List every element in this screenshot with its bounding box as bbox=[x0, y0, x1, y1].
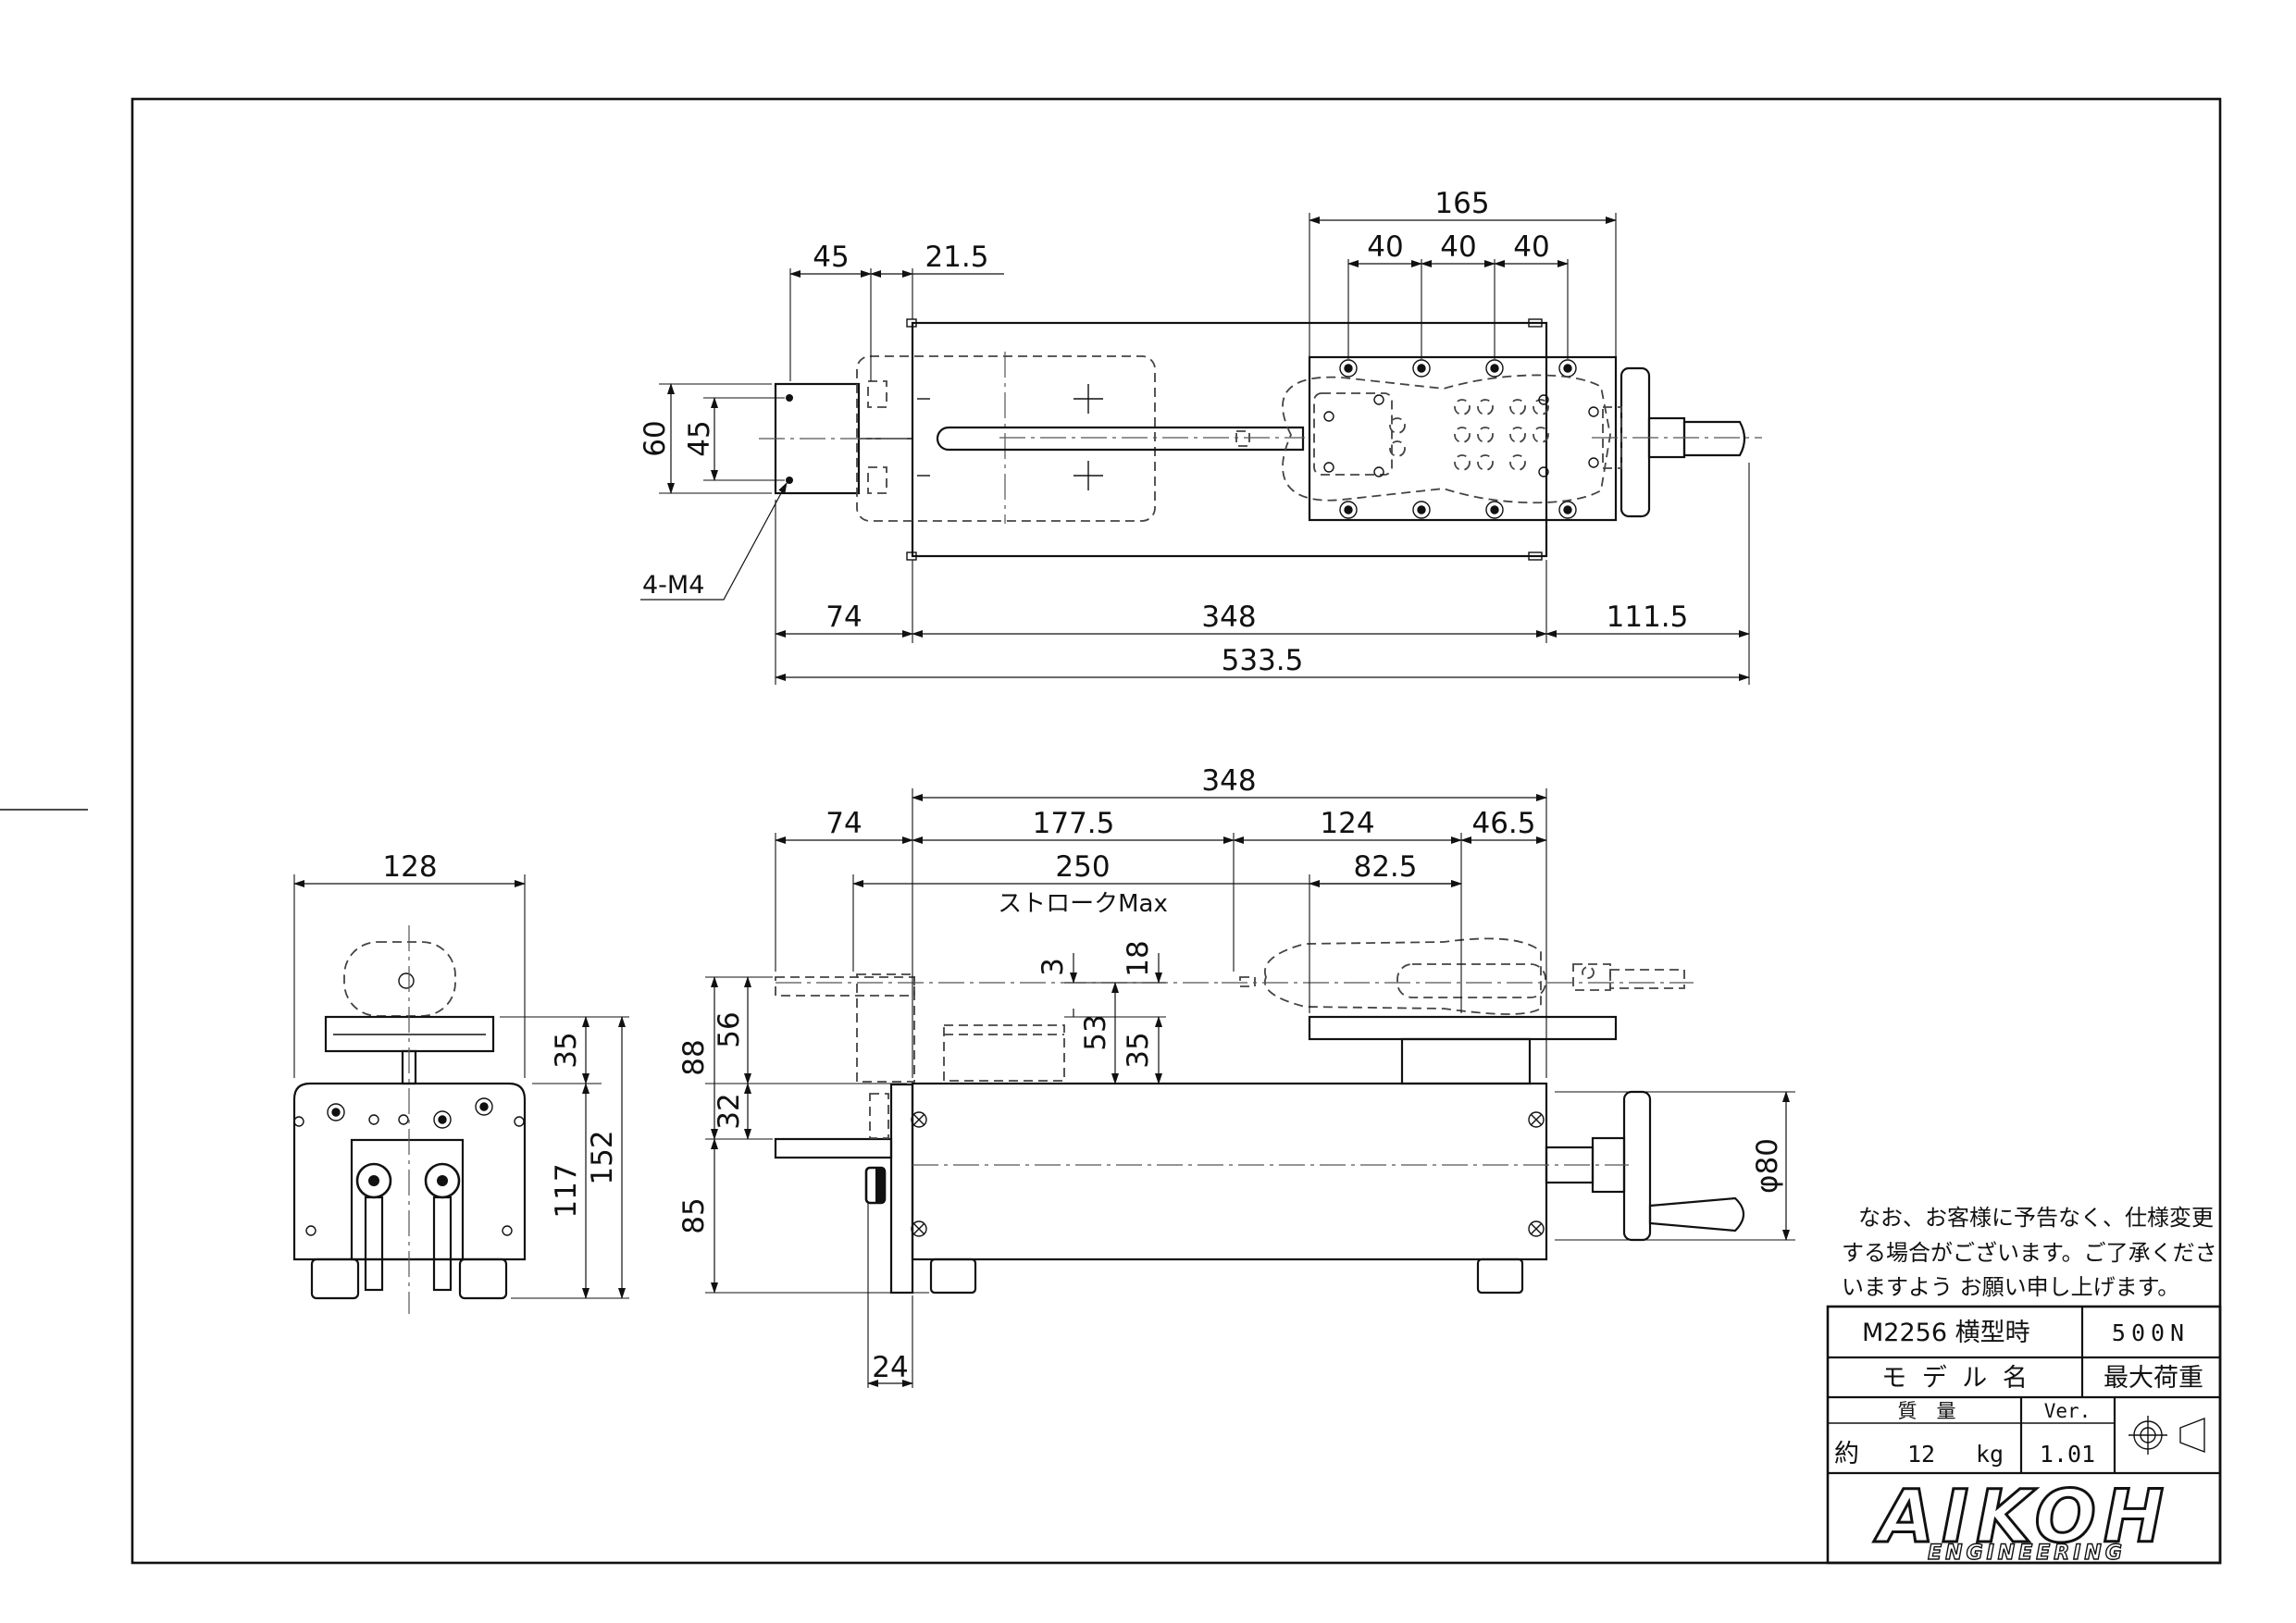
dim-top-offset: 21.5 bbox=[925, 241, 988, 274]
dim-top-left: 74 bbox=[825, 601, 862, 634]
dim-side-stroke: 250 bbox=[1055, 850, 1110, 884]
dim-side-18: 18 bbox=[1122, 940, 1155, 976]
title-block bbox=[1826, 1305, 2222, 1565]
dim-side-35: 35 bbox=[1122, 1032, 1155, 1068]
model-name: M2256 横型時 bbox=[1862, 1319, 2030, 1347]
dim-end-152: 152 bbox=[586, 1130, 619, 1184]
notice-line-1: なお、お客様に予告なく、仕様変更 bbox=[1858, 1205, 2214, 1231]
side-view-dimensions bbox=[705, 788, 1795, 1388]
dim-side-3: 3 bbox=[1036, 958, 1070, 976]
dim-top-grip: 45 bbox=[813, 241, 849, 274]
version-label: Ver. bbox=[2044, 1400, 2091, 1422]
dim-top-body: 348 bbox=[1201, 601, 1256, 634]
dim-end-35: 35 bbox=[550, 1032, 583, 1068]
dim-side-body: 348 bbox=[1201, 764, 1256, 798]
dim-top-height-60: 60 bbox=[639, 420, 672, 456]
mass-label: 質 量 bbox=[1898, 1400, 1956, 1422]
dim-top-height-45: 45 bbox=[683, 420, 716, 456]
dim-side-left: 74 bbox=[825, 807, 862, 840]
end-view bbox=[292, 925, 527, 1314]
drawing-border bbox=[130, 97, 2222, 1565]
top-view bbox=[759, 318, 1762, 561]
dim-side-stroke-label: ストロークMax bbox=[998, 890, 1168, 918]
logo-engineering: ENGINEERING bbox=[1928, 1542, 2126, 1565]
max-load: 500N bbox=[2112, 1319, 2190, 1346]
dim-side-124: 124 bbox=[1320, 807, 1374, 840]
dim-top-plate: 165 bbox=[1434, 187, 1489, 220]
notice-line-3: いますよう お願い申し上げます。 bbox=[1842, 1274, 2179, 1300]
model-name-label: モ デ ル 名 bbox=[1881, 1364, 2031, 1393]
dim-top-pitch-1: 40 bbox=[1367, 230, 1403, 264]
dim-top-pitch-2: 40 bbox=[1440, 230, 1476, 264]
dim-side-53: 53 bbox=[1079, 1014, 1112, 1050]
dim-side-32: 32 bbox=[713, 1093, 746, 1129]
dim-side-24: 24 bbox=[872, 1351, 908, 1384]
dim-side-82-5: 82.5 bbox=[1353, 850, 1417, 884]
mass-prefix: 約 bbox=[1834, 1440, 1859, 1468]
dim-side-dia-80: φ80 bbox=[1751, 1138, 1784, 1194]
dim-top-overall: 533.5 bbox=[1222, 644, 1304, 677]
dim-side-85: 85 bbox=[677, 1197, 711, 1233]
mass-unit: kg bbox=[1976, 1441, 2004, 1468]
dim-end-width: 128 bbox=[382, 850, 437, 884]
dim-side-56: 56 bbox=[713, 1011, 746, 1047]
dim-end-117: 117 bbox=[550, 1163, 583, 1218]
top-view-dimensions bbox=[640, 213, 1750, 685]
end-view-dimensions bbox=[293, 874, 629, 1299]
dim-top-pitch-3: 40 bbox=[1513, 230, 1549, 264]
notice-line-2: する場合がございます。ご了承くださ bbox=[1842, 1240, 2217, 1266]
max-load-label: 最大荷重 bbox=[2104, 1364, 2203, 1393]
version-value: 1.01 bbox=[2040, 1441, 2095, 1468]
dim-side-46-5: 46.5 bbox=[1471, 807, 1535, 840]
side-view bbox=[774, 937, 1745, 1295]
dim-side-88: 88 bbox=[677, 1039, 711, 1075]
mass-value: 12 bbox=[1907, 1441, 1935, 1468]
dim-top-right: 111.5 bbox=[1607, 601, 1689, 634]
callout-4-m4: 4-M4 bbox=[642, 571, 704, 600]
logo-aikoh: AIKOH bbox=[1873, 1476, 2171, 1559]
dim-side-177-5: 177.5 bbox=[1033, 807, 1115, 840]
